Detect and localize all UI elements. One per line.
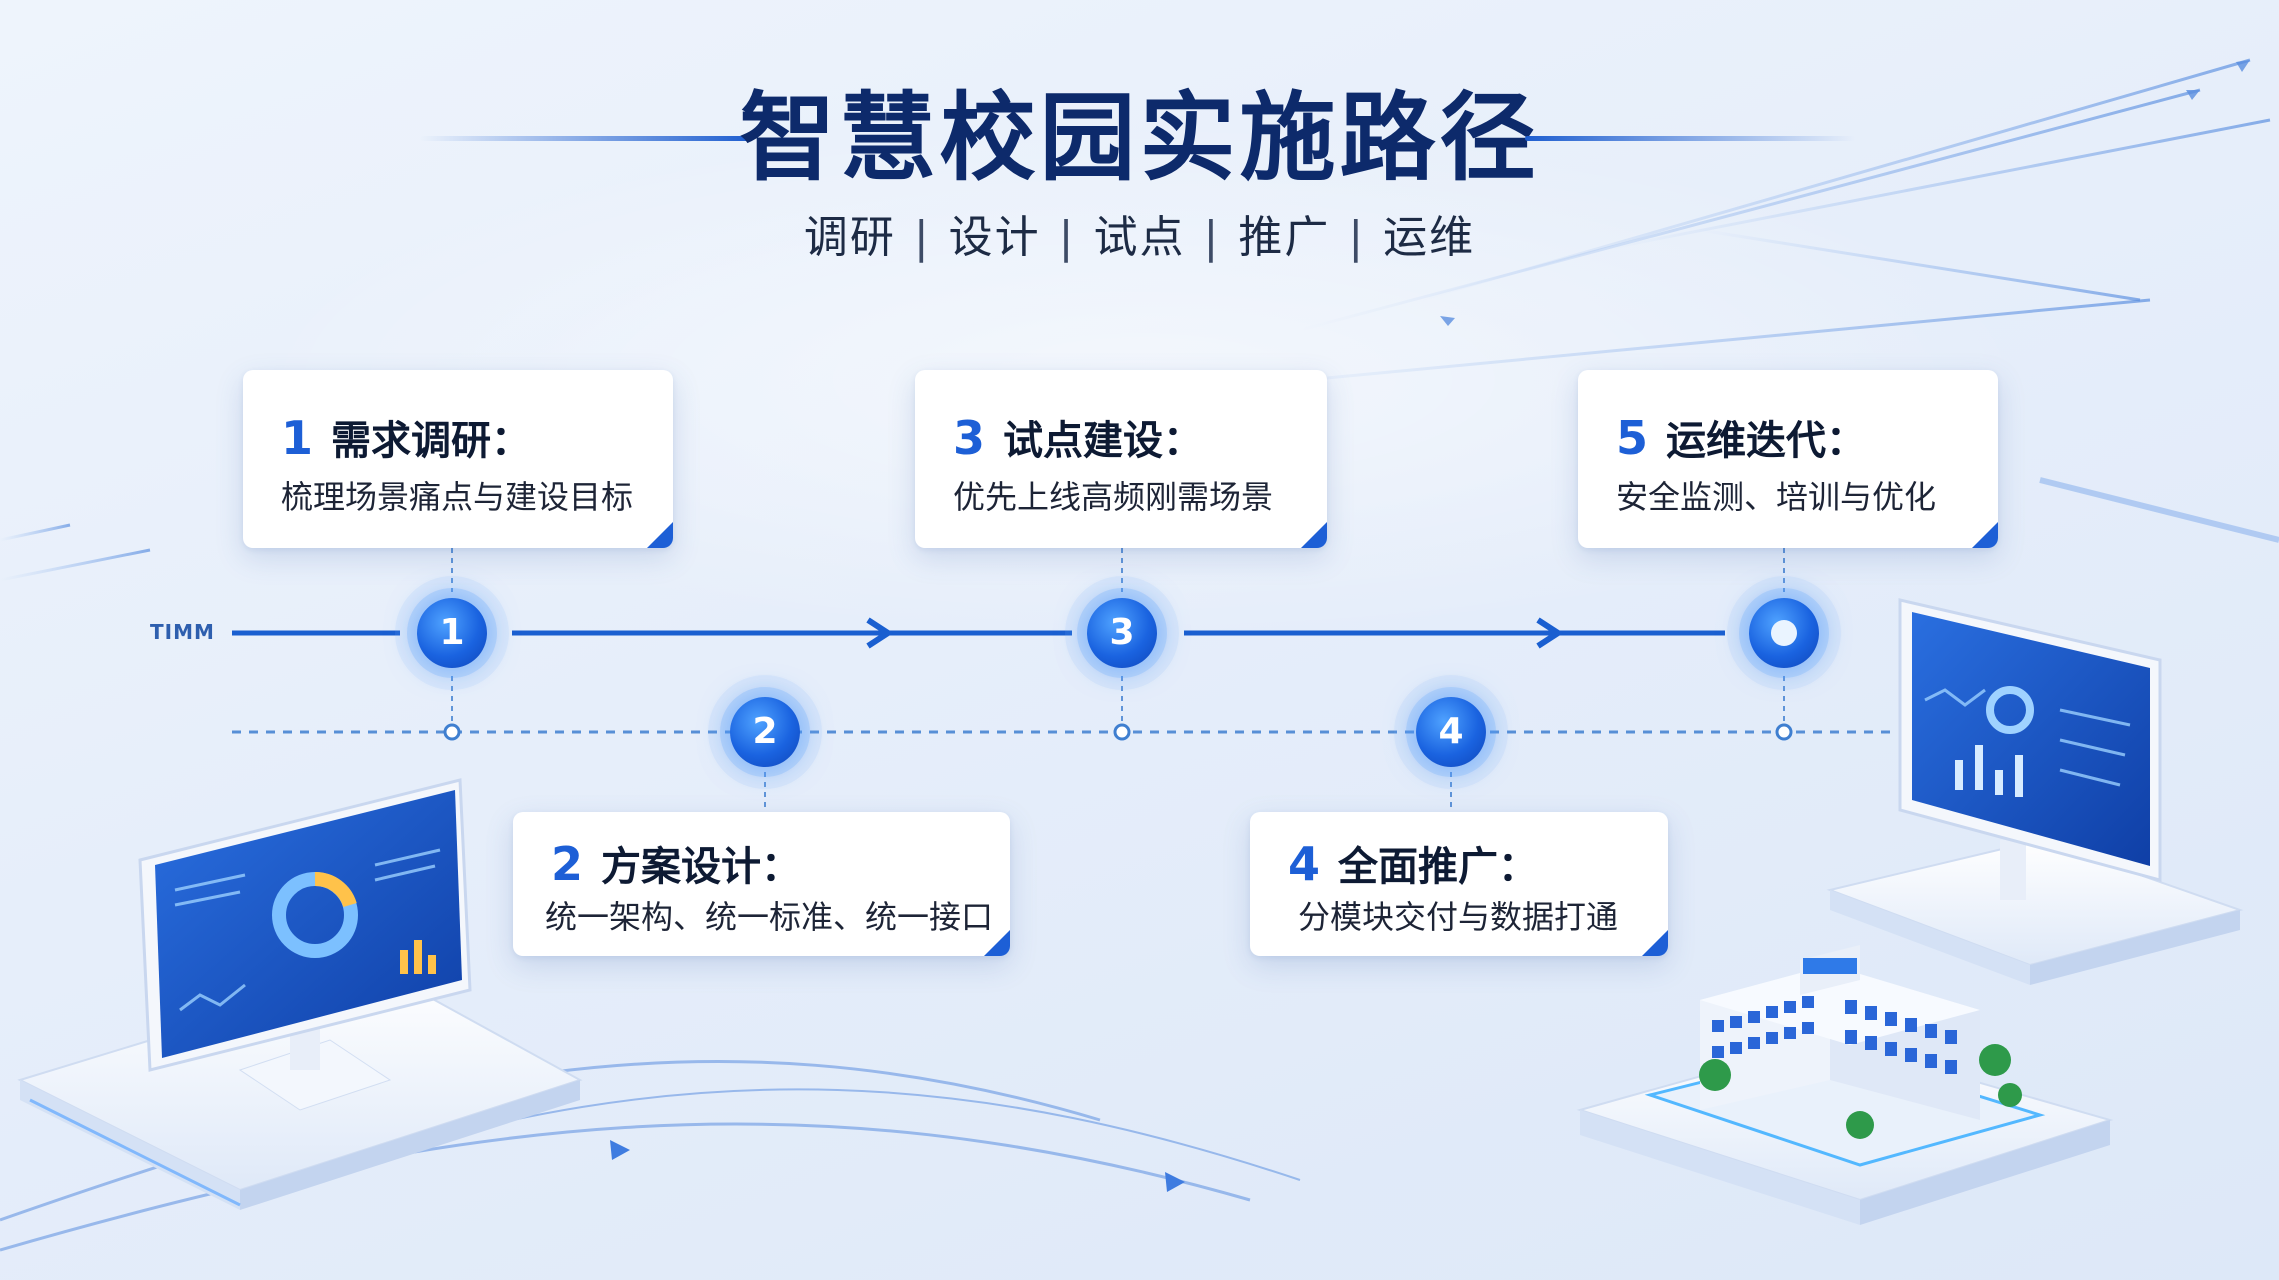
corner-accent [1301,522,1327,548]
step-description: 优先上线高频刚需场景 [953,478,1274,516]
phase-subtitle: 调研 | 设计 | 试点 | 推广 | 运维 [0,208,2279,268]
step-title: 方案设计： [601,844,802,890]
step-description: 统一架构、统一标准、统一接口 [545,898,994,936]
timeline-node-2: 2 [730,697,800,767]
step-heading: 4 全面推广： [1288,834,1538,892]
step-description: 梳理场景痛点与建设目标 [281,478,634,516]
step-title: 需求调研： [331,418,532,464]
corner-accent [647,522,673,548]
step-heading: 5 运维迭代： [1616,408,1866,466]
timeline-node-3: 3 [1087,598,1157,668]
step-description: 安全监测、培训与优化 [1616,478,1937,516]
step-number: 5 [1616,411,1649,465]
title-decor-line-left [420,136,750,141]
phase-label: 调研 [803,212,896,263]
step-number: 3 [953,411,986,465]
timeline-node-4: 4 [1416,697,1486,767]
step-card-5: 5 运维迭代： 安全监测、培训与优化 [1578,370,1998,548]
step-title: 全面推广： [1338,844,1539,890]
dot-icon [1771,620,1797,646]
page-title: 智慧校园实施路径 [739,82,1540,194]
step-number: 2 [551,837,584,891]
step-number: 4 [1288,837,1321,891]
corner-accent [1972,522,1998,548]
title-block: 智慧校园实施路径 [0,78,2279,198]
step-heading: 1 需求调研： [281,408,531,466]
phase-label: 设计 [948,212,1041,263]
phase-label: 试点 [1093,212,1186,263]
step-card-2: 2 方案设计： 统一架构、统一标准、统一接口 [513,812,1010,956]
phase-separator: | [1203,212,1221,263]
step-heading: 3 试点建设： [953,408,1203,466]
step-number: 1 [281,411,314,465]
corner-accent [1642,930,1668,956]
arrow-icon [1536,617,1564,649]
phase-label: 运维 [1383,212,1476,263]
dashboard-monitor-right [1826,598,2244,985]
step-title: 运维迭代： [1666,418,1867,464]
step-card-1: 1 需求调研： 梳理场景痛点与建设目标 [243,370,673,548]
timeline-node-5 [1749,598,1819,668]
dashboard-monitor-left [17,778,583,1210]
campus-building-model [1576,945,2114,1225]
step-heading: 2 方案设计： [551,834,801,892]
step-title: 试点建设： [1003,418,1204,464]
arrow-icon [866,617,894,649]
timeline-axis-label: TIMM [150,620,215,644]
phase-separator: | [1058,212,1076,263]
phase-label: 推广 [1238,212,1331,263]
step-description: 分模块交付与数据打通 [1298,898,1619,936]
timeline-node-1: 1 [417,598,487,668]
phase-separator: | [913,212,931,263]
title-decor-line-right [1525,136,1855,141]
step-card-3: 3 试点建设： 优先上线高频刚需场景 [915,370,1327,548]
step-card-4: 4 全面推广： 分模块交付与数据打通 [1250,812,1668,956]
corner-accent [984,930,1010,956]
phase-separator: | [1348,212,1366,263]
